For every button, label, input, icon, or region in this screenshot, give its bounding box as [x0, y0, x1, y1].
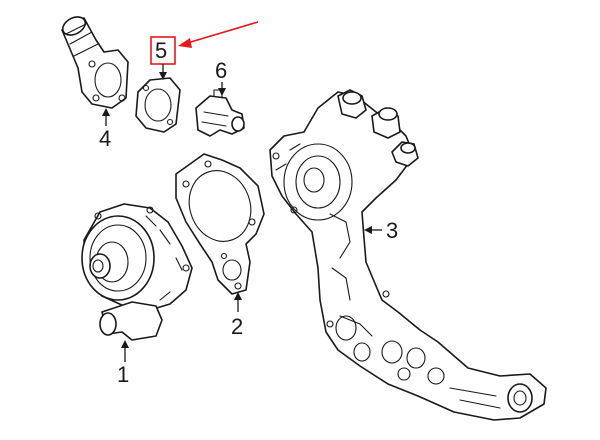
- callout-6: 6: [215, 58, 227, 96]
- red-pointer-arrowhead: [178, 38, 192, 48]
- arrowhead-2: [234, 292, 242, 300]
- callout-label-2: 2: [231, 314, 243, 339]
- callout-4: 4: [99, 108, 111, 151]
- arrowhead-3: [364, 226, 372, 234]
- callout-3: 3: [364, 218, 398, 243]
- arrowhead-1: [121, 340, 129, 348]
- callout-label-1: 1: [117, 362, 129, 387]
- red-pointer-line: [183, 21, 259, 45]
- part-5-gasket: [135, 77, 181, 133]
- callout-label-5: 5: [155, 38, 167, 63]
- arrowhead-4: [102, 108, 110, 116]
- part-2-pump-gasket: [175, 153, 265, 295]
- part-3-coolant-housing: [269, 89, 547, 421]
- callout-label-6: 6: [215, 58, 227, 83]
- callout-2: 2: [231, 292, 243, 339]
- callout-1: 1: [117, 340, 129, 387]
- part-1-water-pump: [81, 203, 193, 341]
- callout-label-3: 3: [386, 218, 398, 243]
- part-6-thermostat: [195, 89, 245, 137]
- callout-label-4: 4: [99, 126, 111, 151]
- arrowhead-5: [159, 72, 167, 80]
- callout-5-highlight-box: [150, 36, 176, 65]
- callout-5: 5: [150, 21, 259, 80]
- arrowhead-6: [218, 88, 226, 96]
- part-4-thermostat-housing: [61, 16, 129, 109]
